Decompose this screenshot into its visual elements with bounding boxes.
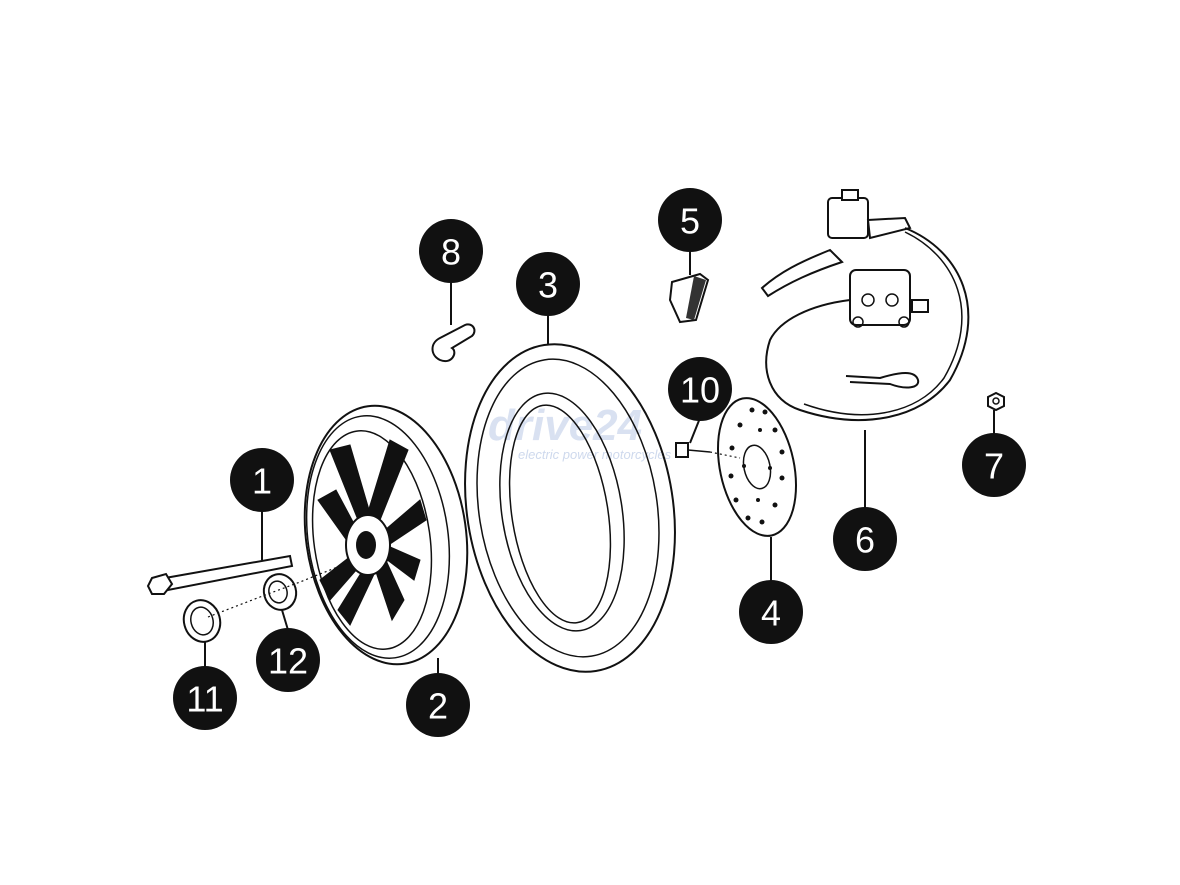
callout-7-number: 7: [984, 446, 1004, 487]
callout-5-number: 5: [680, 201, 700, 242]
callout-1-number: 1: [252, 461, 272, 502]
callout-6-number: 6: [855, 520, 875, 561]
callout-12: 12: [256, 628, 320, 692]
callout-3-circle: [516, 252, 580, 316]
callout-11-number: 11: [186, 679, 223, 720]
callout-6: 6: [833, 507, 897, 571]
watermark-tagline: electric power motorcycles: [518, 447, 672, 462]
callout-5-circle: [658, 188, 722, 252]
nut-drawing: [987, 391, 1005, 412]
brake-pad-drawing: [668, 272, 710, 324]
callout-12-circle: [256, 628, 320, 692]
tire-drawing: [464, 343, 676, 673]
callout-11: 11: [173, 666, 237, 730]
callout-2: 2: [406, 673, 470, 737]
watermark-logo: drive24 electric power motorcycles: [488, 401, 672, 462]
callout-5: 5: [658, 188, 722, 252]
callout-2-number: 2: [428, 686, 448, 727]
watermark-brand: drive24: [488, 401, 642, 450]
brake-disc-drawing: [716, 397, 798, 537]
callout-12-number: 12: [268, 641, 308, 682]
callout-7: 7: [962, 433, 1026, 497]
callout-1: 1: [230, 448, 294, 512]
callout-4-circle: [739, 580, 803, 644]
brake-assembly-drawing: [760, 189, 970, 421]
callout-3: 3: [516, 252, 580, 316]
callout-6-circle: [833, 507, 897, 571]
callout-7-circle: [962, 433, 1026, 497]
callout-10-circle: [668, 357, 732, 421]
axle-bolt-drawing: [146, 554, 294, 595]
spacer-ring-drawing: [182, 599, 222, 643]
callout-11-circle: [173, 666, 237, 730]
callout-3-number: 3: [538, 265, 558, 306]
leader-lines: [204, 248, 995, 676]
disc-bolt-drawing: [675, 442, 711, 458]
valve-stem-drawing: [431, 323, 476, 363]
callout-1-circle: [230, 448, 294, 512]
callout-10: 10: [668, 357, 732, 421]
callout-2-circle: [406, 673, 470, 737]
callout-8-number: 8: [441, 232, 461, 273]
callout-10-number: 10: [680, 370, 720, 411]
callout-4: 4: [739, 580, 803, 644]
wheel-rim-drawing: [303, 404, 469, 666]
callout-8: 8: [419, 219, 483, 283]
callout-8-circle: [419, 219, 483, 283]
callout-4-number: 4: [761, 593, 781, 634]
bearing-drawing: [262, 573, 298, 611]
